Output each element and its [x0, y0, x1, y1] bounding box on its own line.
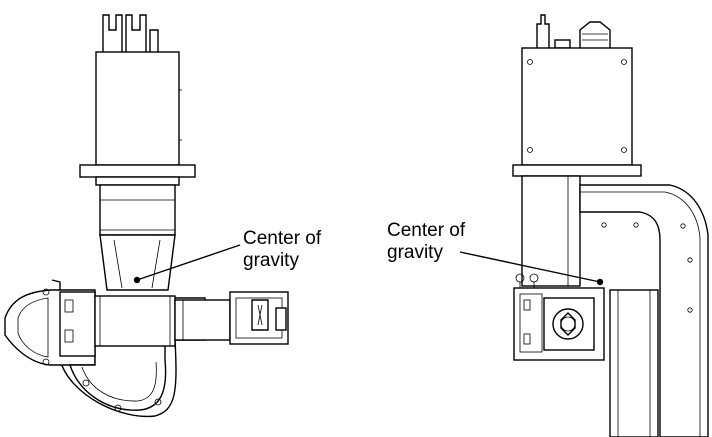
center-of-gravity-label-left: Center of gravity	[243, 228, 321, 272]
robot-arm-side-view-icon	[459, 14, 709, 437]
motor-body	[521, 47, 633, 166]
motor-body	[95, 51, 180, 166]
mount-flange	[79, 164, 196, 178]
upper-arm	[579, 184, 709, 437]
robot-arm-front-view-icon	[4, 14, 289, 418]
label-right-line-1: Center of	[387, 220, 466, 241]
arm-extension	[174, 299, 231, 341]
top-connectors	[102, 14, 159, 52]
central-gearbox	[94, 295, 176, 347]
column	[521, 175, 581, 287]
mount-flange	[512, 164, 642, 177]
label-left-line-2: gravity	[243, 250, 299, 271]
label-left-line-1: Center of	[243, 228, 322, 249]
leader-line-right	[459, 251, 601, 283]
column	[99, 184, 176, 236]
center-of-gravity-label-right: Center of gravity	[387, 220, 465, 264]
label-right-line-2: gravity	[387, 242, 443, 263]
column-taper	[99, 234, 176, 291]
lower-arm	[609, 289, 659, 437]
top-connectors	[536, 14, 611, 49]
leader-line-left	[136, 244, 241, 281]
